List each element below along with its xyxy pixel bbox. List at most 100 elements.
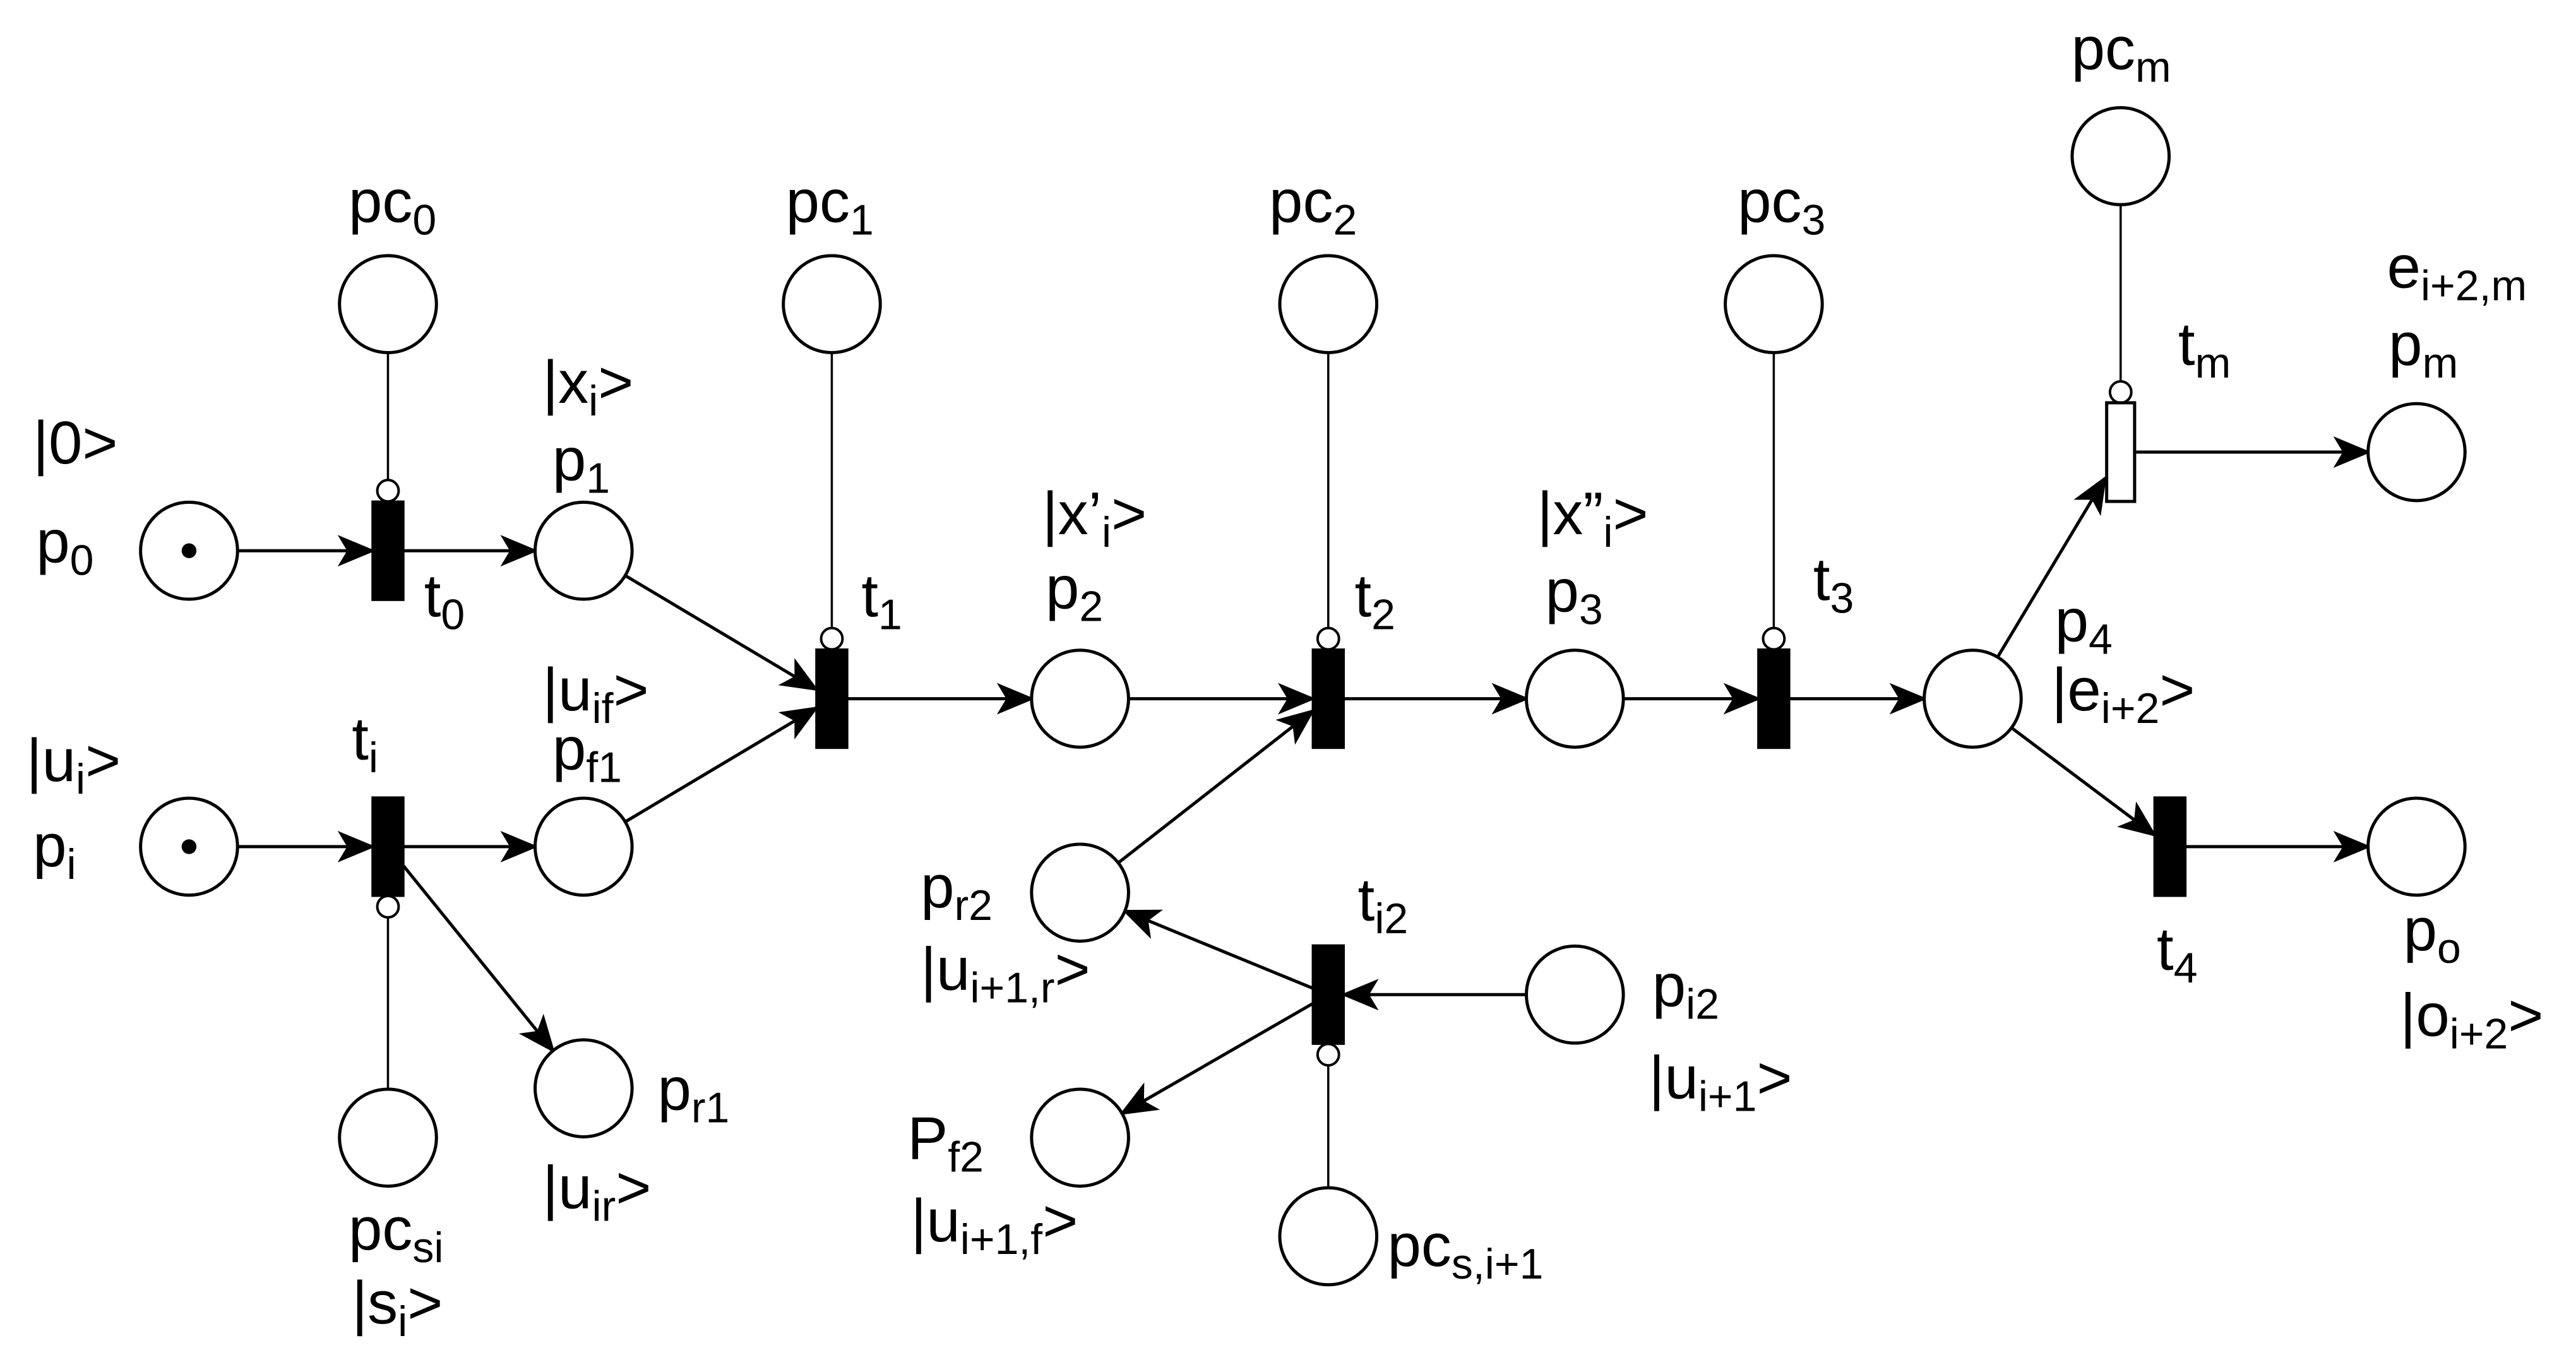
- label-pi2-0-sub: i2: [1686, 980, 1719, 1028]
- inhibitor-circle-pcm-tm: [2108, 380, 2133, 404]
- label-pcsi-0-main: pc: [349, 1195, 412, 1263]
- transition-ti: [371, 796, 405, 897]
- arc-pf1-to-t1: [624, 706, 820, 823]
- label-pi2-0: pi2: [1652, 952, 1719, 1028]
- label-p3-1-main: p: [1545, 558, 1578, 625]
- label-pi2-1-sub: i+1: [1698, 1072, 1757, 1120]
- nodes-layer: [139, 106, 2467, 1287]
- label-pr1-1-main: |u: [542, 1154, 592, 1222]
- label-pi-0-tail: >: [85, 727, 121, 794]
- inhibitor-circle-pc0-t0: [376, 479, 400, 503]
- label-pf2-0: Pf2: [907, 1105, 984, 1181]
- place-circle-pc2: [1278, 254, 1379, 354]
- label-pm-0-sub: i+2,m: [2421, 262, 2527, 310]
- place-pf1: [534, 796, 634, 897]
- label-po-1-tail: >: [2508, 981, 2543, 1049]
- inhibitor-circle-pcsi-ti: [376, 895, 400, 919]
- label-pf1-0-main: |u: [542, 656, 592, 724]
- label-pf1-1-sub: f1: [586, 744, 622, 792]
- label-pr2-1-main: |u: [921, 935, 970, 1003]
- label-pc1-0-main: pc: [786, 167, 850, 235]
- label-p4-0-sub: 4: [2089, 615, 2113, 663]
- place-circle-pc1: [782, 254, 882, 354]
- arc-ti2-to-pf2: [1119, 1002, 1314, 1115]
- place-circle-p4: [1923, 648, 2023, 749]
- place-p1: [534, 500, 634, 601]
- label-ti-sub: i: [369, 734, 378, 782]
- label-pr2-0: pr2: [921, 853, 993, 929]
- place-circle-p2: [1030, 648, 1130, 749]
- inhibitor-circle-pc1-t1: [820, 626, 844, 651]
- label-pc0-0-sub: 0: [412, 196, 436, 244]
- label-pcsi1-0-main: pc: [1388, 1212, 1452, 1279]
- arc-pr2-to-t2: [1117, 708, 1315, 864]
- place-circle-pcm: [2070, 106, 2171, 206]
- place-circle-pr1: [534, 1038, 634, 1138]
- label-po-1-main: |o: [2400, 981, 2449, 1049]
- label-t0: t0: [424, 562, 465, 638]
- label-pc0-0: pc0: [349, 167, 436, 244]
- label-p1-0-sub: i: [588, 377, 598, 425]
- label-t2-main: t: [1354, 562, 1371, 630]
- label-po-1-sub: i+2: [2450, 1010, 2508, 1058]
- label-p0-1-sub: 0: [70, 536, 94, 584]
- label-p2-1-sub: 2: [1079, 582, 1103, 630]
- label-p1-0: |xi>: [542, 349, 633, 425]
- place-pm: [2366, 402, 2467, 503]
- arc-p1-to-t1: [624, 574, 820, 691]
- label-pr2-1-sub: i+1,r: [970, 964, 1054, 1012]
- label-p2-1: p2: [1046, 554, 1103, 630]
- label-pi2-1-tail: >: [1756, 1044, 1792, 1111]
- label-t1: t1: [861, 562, 902, 638]
- label-p3-0-tail: >: [1613, 480, 1648, 547]
- transition-tm: [2105, 401, 2137, 503]
- place-po: [2366, 796, 2467, 897]
- label-p0-1-main: p: [36, 508, 69, 575]
- label-pc2-0-sub: 2: [1333, 196, 1357, 244]
- arc-p4-to-tm: [1996, 475, 2107, 658]
- label-pc1-0-sub: 1: [850, 196, 874, 244]
- label-pcsi-1-tail: >: [407, 1269, 443, 1337]
- label-t3-main: t: [1813, 546, 1830, 613]
- label-t2-sub: 2: [1371, 590, 1395, 638]
- label-p1-0-tail: >: [598, 349, 633, 416]
- label-p0-0: |0>: [33, 409, 117, 477]
- label-pc3-0: pc3: [1738, 167, 1825, 244]
- token-pi: [181, 839, 197, 854]
- label-p0-0-tail: >: [82, 409, 117, 477]
- label-pcsi-0-sub: si: [412, 1224, 443, 1272]
- label-p4-1-main: |e: [2051, 656, 2101, 724]
- label-p4-1-tail: >: [2159, 656, 2195, 724]
- label-t0-main: t: [424, 562, 441, 630]
- label-ti2: ti2: [1358, 866, 1409, 943]
- label-p3-0: |x”i>: [1537, 480, 1648, 556]
- place-circle-pf1: [534, 796, 634, 897]
- place-pcsi1: [1278, 1186, 1379, 1287]
- place-pc0: [338, 254, 438, 354]
- place-pi: [139, 796, 239, 897]
- label-p2-0: |x’i>: [1042, 480, 1147, 556]
- place-pf2: [1030, 1087, 1130, 1188]
- label-t4: t4: [2157, 916, 2198, 992]
- label-pcsi-1-main: |s: [352, 1269, 398, 1337]
- label-pcsi-1: |si>: [352, 1269, 443, 1346]
- label-pi-0: |ui>: [27, 727, 121, 803]
- label-pr2-1: |ui+1,r>: [921, 935, 1090, 1012]
- label-p4-0: p4: [2055, 587, 2113, 663]
- label-p4-0-main: p: [2055, 587, 2089, 654]
- label-pcsi1-0-sub: s,i+1: [1452, 1240, 1544, 1288]
- place-circle-pr2: [1030, 842, 1130, 943]
- label-t4-sub: 4: [2174, 944, 2198, 992]
- label-pf2-0-main: P: [907, 1105, 948, 1173]
- label-pi-1: pi: [33, 812, 76, 888]
- label-pm-1-main: p: [2388, 311, 2422, 378]
- label-tm-sub: m: [2195, 339, 2231, 387]
- label-t3-sub: 3: [1830, 574, 1854, 622]
- label-pr1-1-tail: >: [616, 1154, 651, 1222]
- label-p3-1: p3: [1545, 558, 1602, 634]
- label-p4-1: |ei+2>: [2051, 656, 2195, 732]
- label-pf1-0-sub: if: [592, 684, 614, 732]
- place-circle-pf2: [1030, 1087, 1130, 1188]
- place-circle-pcsi1: [1278, 1186, 1379, 1287]
